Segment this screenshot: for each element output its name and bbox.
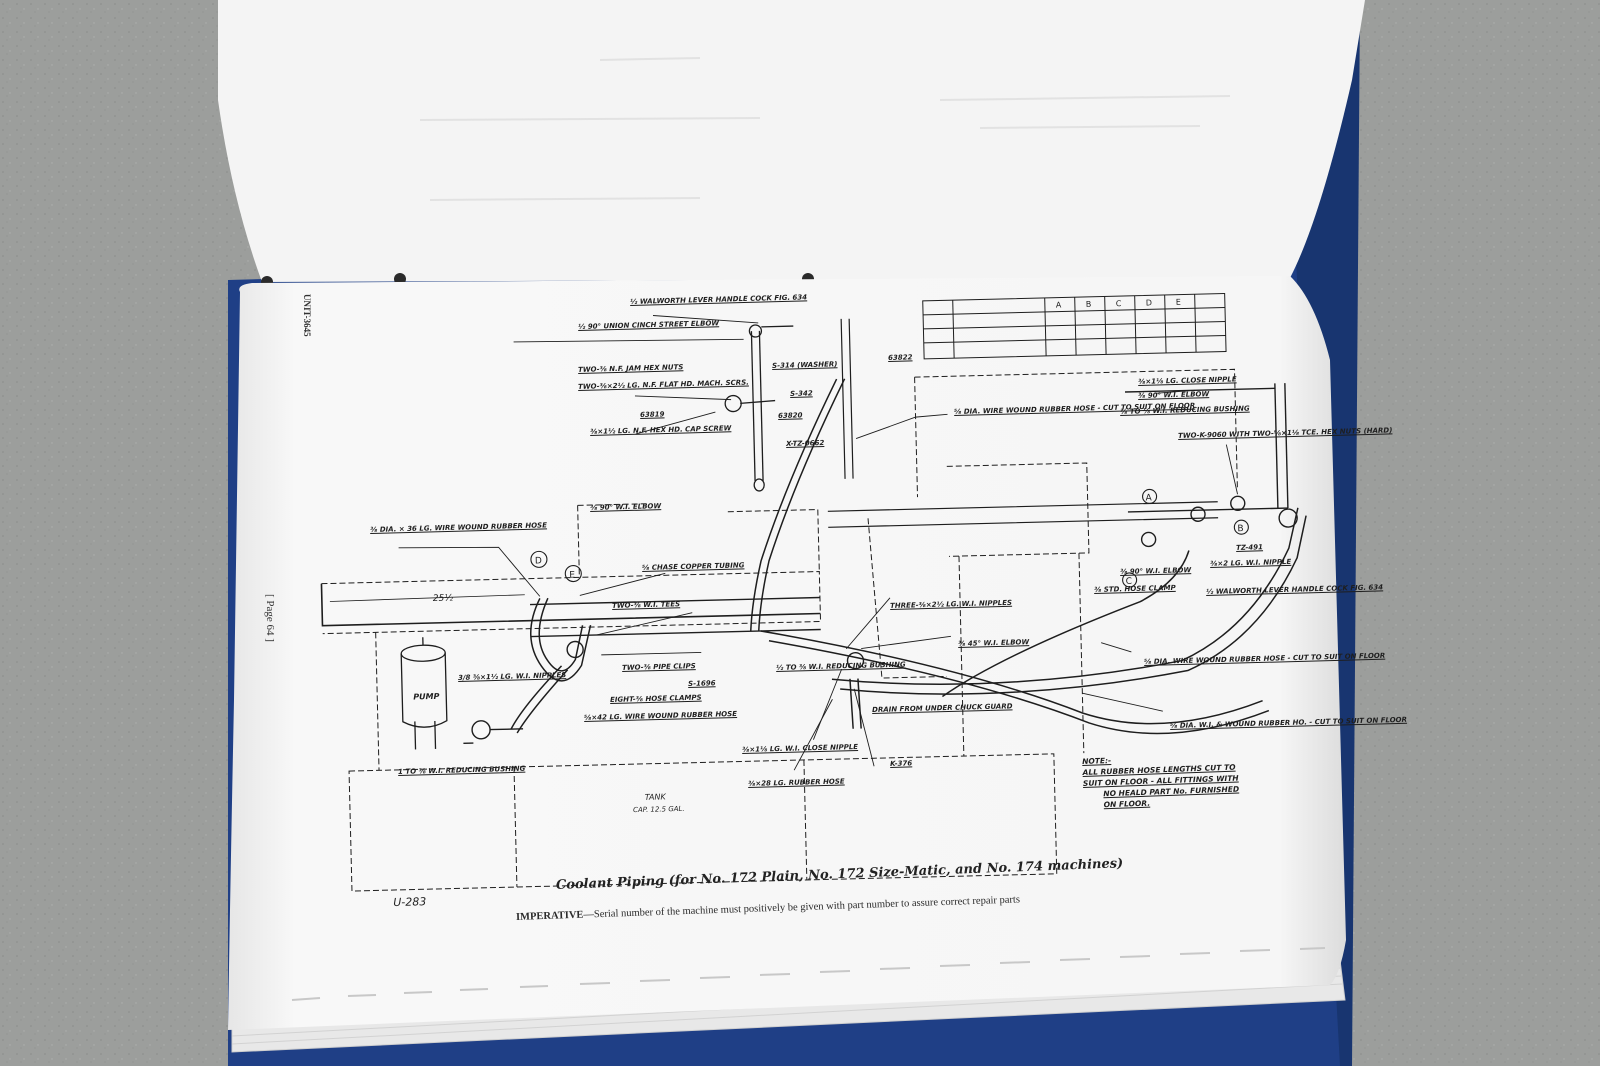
machine-outline xyxy=(321,368,1238,892)
label-xtz: X-TZ-0662 xyxy=(786,439,825,448)
callout-letters: D E A B C 25½ PUMP TANK CAP. 12.5 GAL. U… xyxy=(393,493,1244,909)
table-header-b: B xyxy=(1086,300,1092,309)
bed-line xyxy=(320,583,821,627)
table-header-letters: A B C D E xyxy=(1056,298,1181,310)
index-tab-marks xyxy=(291,947,1326,1001)
pump xyxy=(400,637,448,750)
reference-table xyxy=(922,293,1227,360)
label-63822: 63822 xyxy=(888,353,913,362)
callout-c xyxy=(1122,572,1138,588)
callout-e xyxy=(564,564,582,583)
drawing-note: NOTE:- ALL RUBBER HOSE LENGTHS CUT TO SU… xyxy=(1082,751,1240,811)
hoses xyxy=(510,378,1307,735)
label-63820: 63820 xyxy=(778,411,803,420)
valve-stand xyxy=(724,324,794,492)
callout-d xyxy=(530,550,548,568)
caption-note-lead: IMPERATIVE xyxy=(515,909,584,923)
spindle xyxy=(827,501,1219,528)
label-tz491: TZ-491 xyxy=(1236,543,1264,552)
pump-label: PUMP xyxy=(413,692,440,702)
upper-page xyxy=(218,0,1365,282)
manual-page xyxy=(228,276,1346,1030)
upper-page-ghost xyxy=(419,57,1231,201)
dimension-line xyxy=(329,594,525,602)
callout-c-label: C xyxy=(1126,577,1133,587)
tank-capacity: CAP. 12.5 GAL. xyxy=(633,805,685,814)
coolant-piping-diagram xyxy=(320,293,1307,892)
drawing-number: U-283 xyxy=(393,895,426,909)
callout-b-label: B xyxy=(1237,524,1243,534)
label-s1696: S-1696 xyxy=(688,679,716,688)
callout-e-label: E xyxy=(569,570,575,580)
label-63819: 63819 xyxy=(640,410,665,419)
rod xyxy=(840,318,854,479)
callout-b xyxy=(1233,519,1249,535)
dimension-label: 25½ xyxy=(433,593,454,603)
table-header-e: E xyxy=(1176,298,1181,307)
table-header-a: A xyxy=(1056,301,1062,310)
callout-d-label: D xyxy=(535,556,542,566)
unit-code: UNIT-3645 xyxy=(302,294,312,337)
leader-lines xyxy=(398,315,1238,771)
callout-a xyxy=(1142,488,1158,504)
callout-a-label: A xyxy=(1146,493,1153,503)
callout-markers xyxy=(530,488,1249,588)
pipes xyxy=(530,383,1298,670)
tank-label: TANK xyxy=(645,792,667,802)
pump-elbow xyxy=(463,720,524,744)
label-s342: S-342 xyxy=(790,389,813,398)
label-k376: K-376 xyxy=(890,759,913,768)
table-header-c: C xyxy=(1116,299,1122,308)
table-header-d: D xyxy=(1146,298,1152,307)
label-washer: S-314 (WASHER) xyxy=(772,360,838,370)
page-number: [ Page 64 ] xyxy=(264,594,276,642)
